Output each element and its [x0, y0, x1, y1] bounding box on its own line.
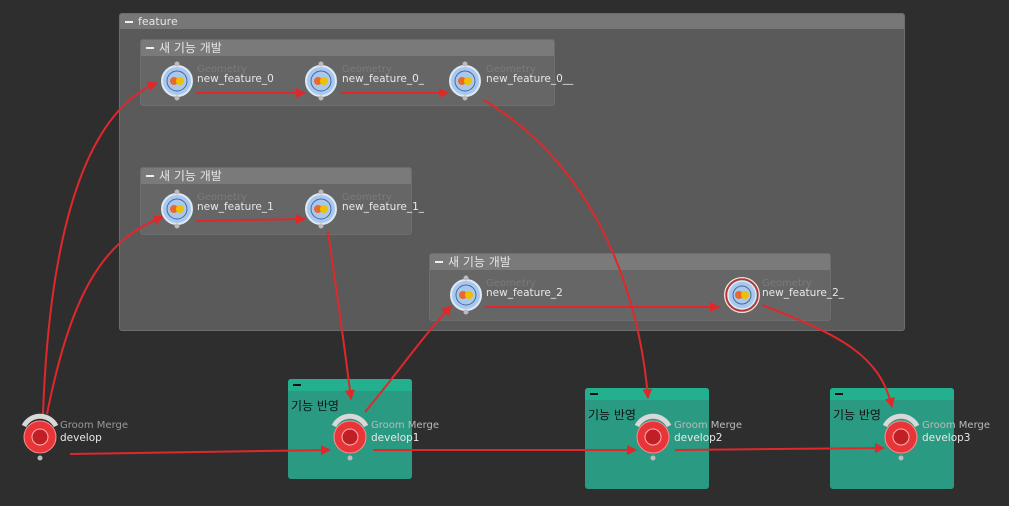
collapse-icon[interactable]	[435, 261, 443, 263]
node-name-label[interactable]: new_feature_1	[197, 201, 274, 213]
node-name-label[interactable]: new_feature_1_	[342, 201, 425, 213]
node-name-label[interactable]: new_feature_0	[197, 73, 274, 85]
wire[interactable]	[69, 445, 331, 456]
node-type-label: Geometry	[762, 278, 812, 289]
geometry-node-icon[interactable]	[450, 275, 482, 315]
feature-box-title: feature	[138, 15, 178, 28]
geometry-node-icon[interactable]	[161, 189, 193, 229]
node-type-label: Geometry	[342, 192, 392, 203]
collapse-icon[interactable]	[146, 47, 154, 49]
collapse-icon[interactable]	[125, 21, 133, 23]
node-name-label[interactable]: develop	[60, 432, 102, 444]
collapse-icon[interactable]	[835, 393, 843, 395]
node-type-label: Groom Merge	[674, 420, 743, 431]
wire[interactable]	[327, 231, 355, 400]
node-type-label: Geometry	[197, 64, 247, 75]
node-name-label[interactable]: new_feature_0_	[342, 73, 425, 85]
node-type-label: Groom Merge	[60, 420, 129, 431]
subnet-box-header[interactable]: 새 기능 개발	[141, 40, 554, 56]
node-type-label: Groom Merge	[922, 420, 991, 431]
subnet-box-title: 새 기능 개발	[159, 169, 222, 183]
merge-box-header[interactable]	[830, 388, 954, 400]
geometry-node-icon[interactable]	[724, 277, 760, 313]
node-type-label: Groom Merge	[371, 420, 440, 431]
merge-box-title: 기능 반영	[833, 408, 881, 422]
wire[interactable]	[674, 443, 885, 454]
wire[interactable]	[46, 215, 164, 415]
groom-merge-node-icon[interactable]	[331, 413, 369, 461]
geometry-node-icon[interactable]	[305, 61, 337, 101]
node-name-label[interactable]: new_feature_0__	[486, 73, 574, 85]
groom-merge-node-icon[interactable]	[21, 413, 59, 461]
node-name-label[interactable]: develop3	[922, 432, 971, 444]
groom-merge-node-icon[interactable]	[882, 413, 920, 461]
wire[interactable]	[483, 99, 653, 399]
subnet-box-0[interactable]: 새 기능 개발	[140, 39, 555, 106]
wire[interactable]	[364, 305, 452, 413]
geometry-node-icon[interactable]	[449, 61, 481, 101]
collapse-icon[interactable]	[146, 175, 154, 177]
subnet-box-header[interactable]: 새 기능 개발	[430, 254, 830, 270]
geometry-node-icon[interactable]	[305, 189, 337, 229]
node-name-label[interactable]: new_feature_2	[486, 287, 563, 299]
merge-box-title: 기능 반영	[291, 399, 339, 413]
node-name-label[interactable]: develop1	[371, 432, 420, 444]
subnet-box-title: 새 기능 개발	[159, 41, 222, 55]
feature-box-header[interactable]: feature	[120, 14, 904, 29]
geometry-node-icon[interactable]	[161, 61, 193, 101]
wire[interactable]	[761, 304, 895, 408]
subnet-box-header[interactable]: 새 기능 개발	[141, 168, 411, 184]
node-type-label: Geometry	[486, 64, 536, 75]
wire[interactable]	[42, 81, 158, 415]
node-name-label[interactable]: new_feature_2_	[762, 287, 845, 299]
subnet-box-2[interactable]: 새 기능 개발	[429, 253, 831, 321]
merge-box-title: 기능 반영	[588, 408, 636, 422]
node-type-label: Geometry	[342, 64, 392, 75]
collapse-icon[interactable]	[293, 384, 301, 386]
groom-merge-node-icon[interactable]	[634, 413, 672, 461]
node-type-label: Geometry	[486, 278, 536, 289]
node-name-label[interactable]: develop2	[674, 432, 723, 444]
collapse-icon[interactable]	[590, 393, 598, 395]
subnet-box-title: 새 기능 개발	[448, 255, 511, 269]
node-type-label: Geometry	[197, 192, 247, 203]
wire[interactable]	[195, 214, 306, 225]
